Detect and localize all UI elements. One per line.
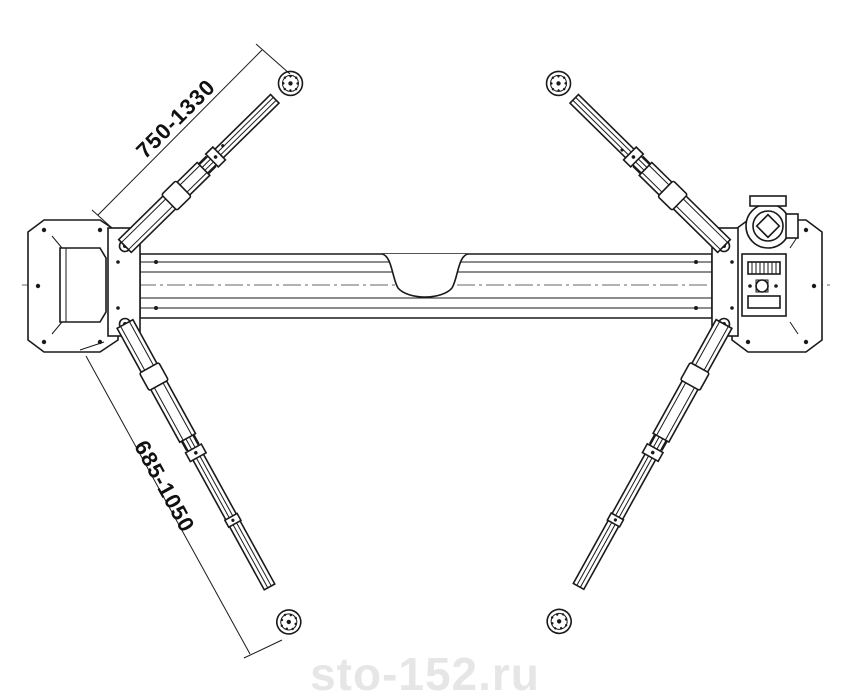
lower-right-arm (542, 317, 735, 639)
watermark-text: sto-152.ru (310, 648, 540, 698)
crossbeam-notch (381, 253, 469, 298)
crossbeam (139, 253, 713, 319)
upper-arm-dimension: 750-1330 (91, 43, 291, 229)
upper-right-arm (540, 65, 733, 255)
upper-arm-range-label: 750-1330 (131, 74, 220, 163)
motor-power-unit (741, 195, 799, 317)
lower-arm-dimension: 685-1050 (79, 341, 283, 659)
lower-left-arm (114, 317, 306, 640)
